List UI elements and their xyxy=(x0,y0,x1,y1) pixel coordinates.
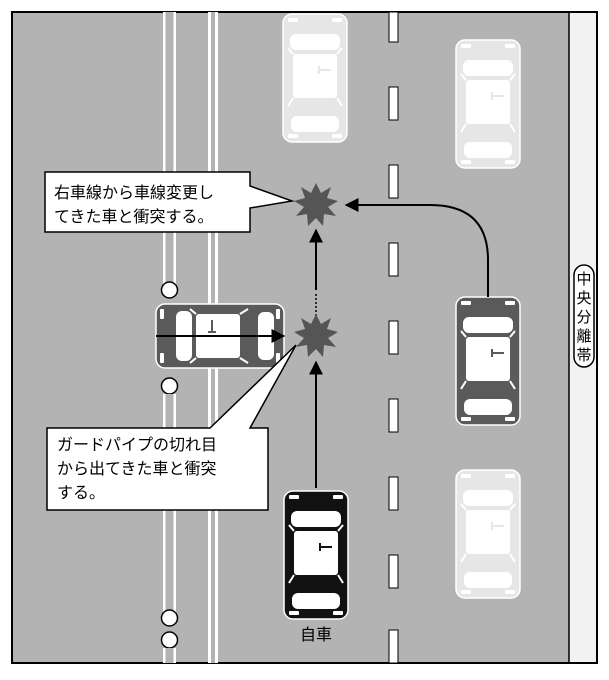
ghost-car xyxy=(455,469,521,599)
ghost-car xyxy=(455,39,521,169)
trajectory-arrows xyxy=(156,198,489,488)
median-label-char: 央 xyxy=(576,289,591,307)
own-car-label: 自車 xyxy=(300,625,332,644)
callout-top-line-2: てきた車と衝突する。 xyxy=(54,207,214,226)
median-label-char: 中 xyxy=(576,270,591,288)
callout-bottom-line-1: ガードパイプの切れ目 xyxy=(57,435,217,454)
collision-mark-upper xyxy=(294,183,338,226)
callout-top-line-1: 右車線から車線変更し xyxy=(54,183,214,202)
lane-dashed-line xyxy=(388,11,399,664)
median-label-char: 帯 xyxy=(576,346,591,364)
callout-bottom-line-2: から出てきた車と衝突 xyxy=(57,459,217,478)
median-label-char: 離 xyxy=(576,327,591,345)
lane-change-car xyxy=(455,296,521,426)
collision-mark-lower xyxy=(294,314,338,357)
ghost-car xyxy=(282,13,348,143)
callout-top-box xyxy=(44,171,295,233)
callout-bottom-box xyxy=(46,344,297,511)
median-label-char: 分 xyxy=(576,308,591,326)
callout-bottom-line-3: する。 xyxy=(57,483,105,502)
frame-border xyxy=(11,11,598,664)
median-label-frame xyxy=(573,264,595,368)
own-car xyxy=(283,490,349,620)
lane-change-arrow xyxy=(344,198,489,297)
